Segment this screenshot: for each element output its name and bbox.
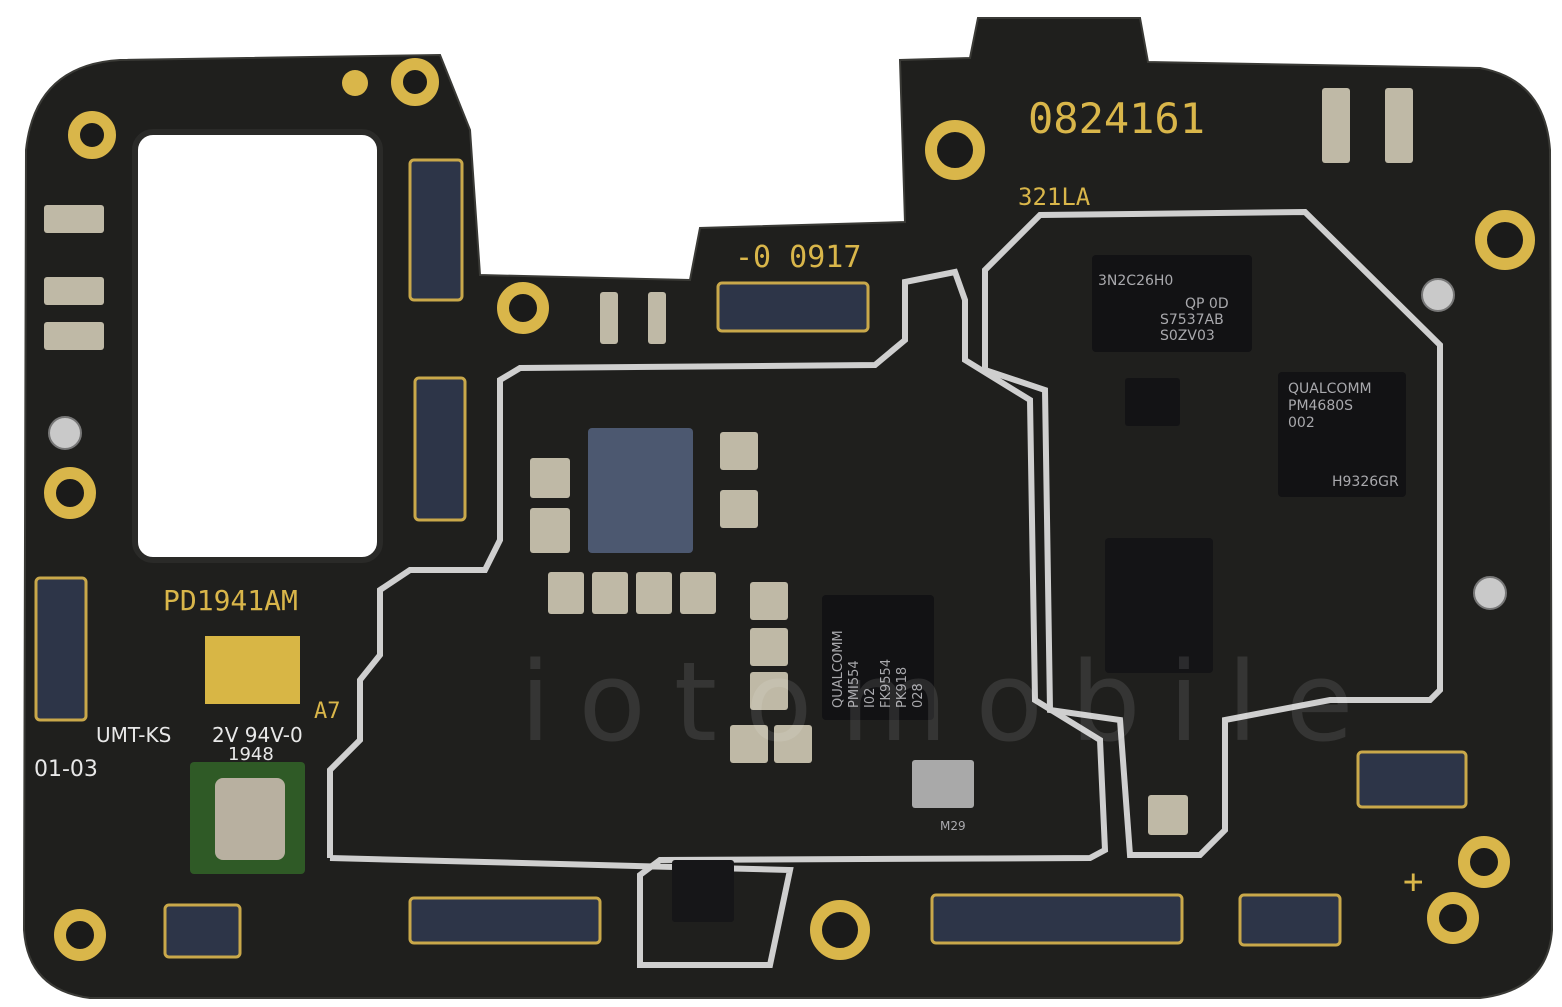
connector-bottom-3 bbox=[1238, 893, 1342, 947]
connector-right bbox=[1356, 750, 1468, 809]
chip-blue-block bbox=[588, 428, 693, 553]
connector-bottom-1 bbox=[408, 896, 602, 945]
manufacturer-label: UMT-KS bbox=[96, 723, 171, 747]
chip-pmic-top bbox=[1278, 372, 1406, 497]
bottom-left-label: 01-03 bbox=[34, 757, 98, 782]
coax-connectors bbox=[48, 278, 1507, 610]
mount-hole bbox=[68, 111, 116, 159]
mount-hole bbox=[1475, 210, 1535, 270]
mount-hole bbox=[54, 909, 106, 961]
pmic-top-text: QUALCOMM PM4680S 002 H9326GR bbox=[1288, 381, 1399, 490]
pmic-top-line-3: 002 bbox=[1288, 415, 1315, 431]
pmic-main-line-6: 028 bbox=[911, 683, 926, 708]
plus-label: + bbox=[1403, 862, 1423, 902]
mount-hole bbox=[925, 120, 985, 180]
board-connectors bbox=[34, 158, 1468, 959]
pmic-top-line-4: H9326GR bbox=[1332, 474, 1399, 490]
memory-line-4: S0ZV03 bbox=[1160, 328, 1215, 344]
rating-label: 2V 94V-0 bbox=[212, 723, 303, 747]
connector-top-mid bbox=[716, 281, 870, 333]
mount-hole bbox=[1427, 892, 1479, 944]
mount-hole bbox=[810, 900, 870, 960]
small-chip-label: M29 bbox=[940, 819, 966, 833]
passive-components bbox=[44, 88, 1413, 835]
coax-connector bbox=[1473, 576, 1507, 610]
top-code-label: 321LA bbox=[1018, 183, 1091, 211]
board-cutout bbox=[132, 129, 383, 563]
rf-shield-left bbox=[327, 268, 1109, 968]
mount-hole bbox=[1458, 836, 1510, 888]
watermark: iotomobile bbox=[520, 638, 1381, 766]
memory-line-2: QP 0D bbox=[1185, 296, 1229, 312]
pmic-main-text: QUALCOMM PMI554 I02 FK9554 PK918 028 bbox=[831, 630, 926, 708]
connector-bottom-left bbox=[163, 903, 242, 959]
chip-pmic-main bbox=[822, 595, 934, 720]
connector-top-left-2 bbox=[413, 376, 467, 522]
model-label: PD1941AM bbox=[163, 584, 298, 617]
mid-code-label: -0 0917 bbox=[735, 240, 861, 275]
chip-small bbox=[1125, 378, 1180, 426]
connector-bottom-2 bbox=[930, 893, 1184, 945]
mounting-holes bbox=[44, 58, 1535, 961]
date-label: 1948 bbox=[228, 744, 274, 765]
memory-line-1: 3N2C26H0 bbox=[1098, 273, 1173, 289]
mount-hole bbox=[391, 58, 439, 106]
chip-grey bbox=[912, 760, 974, 808]
mount-hole bbox=[44, 467, 96, 519]
rf-shield-right bbox=[982, 208, 1443, 858]
pmic-main-line-4: FK9554 bbox=[879, 659, 894, 708]
coax-connector bbox=[1421, 278, 1455, 312]
pmic-main-line-3: I02 bbox=[863, 688, 878, 708]
pmic-main-line-1: QUALCOMM bbox=[831, 630, 846, 708]
chip-memory bbox=[1092, 255, 1252, 352]
chip-sensor bbox=[672, 860, 734, 922]
rev-label: A7 bbox=[314, 699, 341, 724]
pmic-main-line-5: PK918 bbox=[895, 667, 910, 708]
pmic-top-line-1: QUALCOMM bbox=[1288, 381, 1372, 397]
gold-pad bbox=[342, 70, 368, 96]
memory-chip-text: 3N2C26H0 QP 0D S7537AB S0ZV03 bbox=[1098, 273, 1229, 344]
connector-left bbox=[34, 576, 88, 722]
serial-label: 0824161 bbox=[1028, 94, 1205, 143]
gold-plate bbox=[205, 636, 300, 704]
green-module-can bbox=[215, 778, 285, 860]
pmic-top-line-2: PM4680S bbox=[1288, 398, 1353, 414]
memory-line-3: S7537AB bbox=[1160, 312, 1224, 328]
chip-soc bbox=[1105, 538, 1213, 673]
mount-hole bbox=[497, 282, 549, 334]
connector-top-left-1 bbox=[408, 158, 464, 302]
coax-connector bbox=[48, 416, 82, 450]
pmic-main-line-2: PMI554 bbox=[847, 660, 862, 708]
